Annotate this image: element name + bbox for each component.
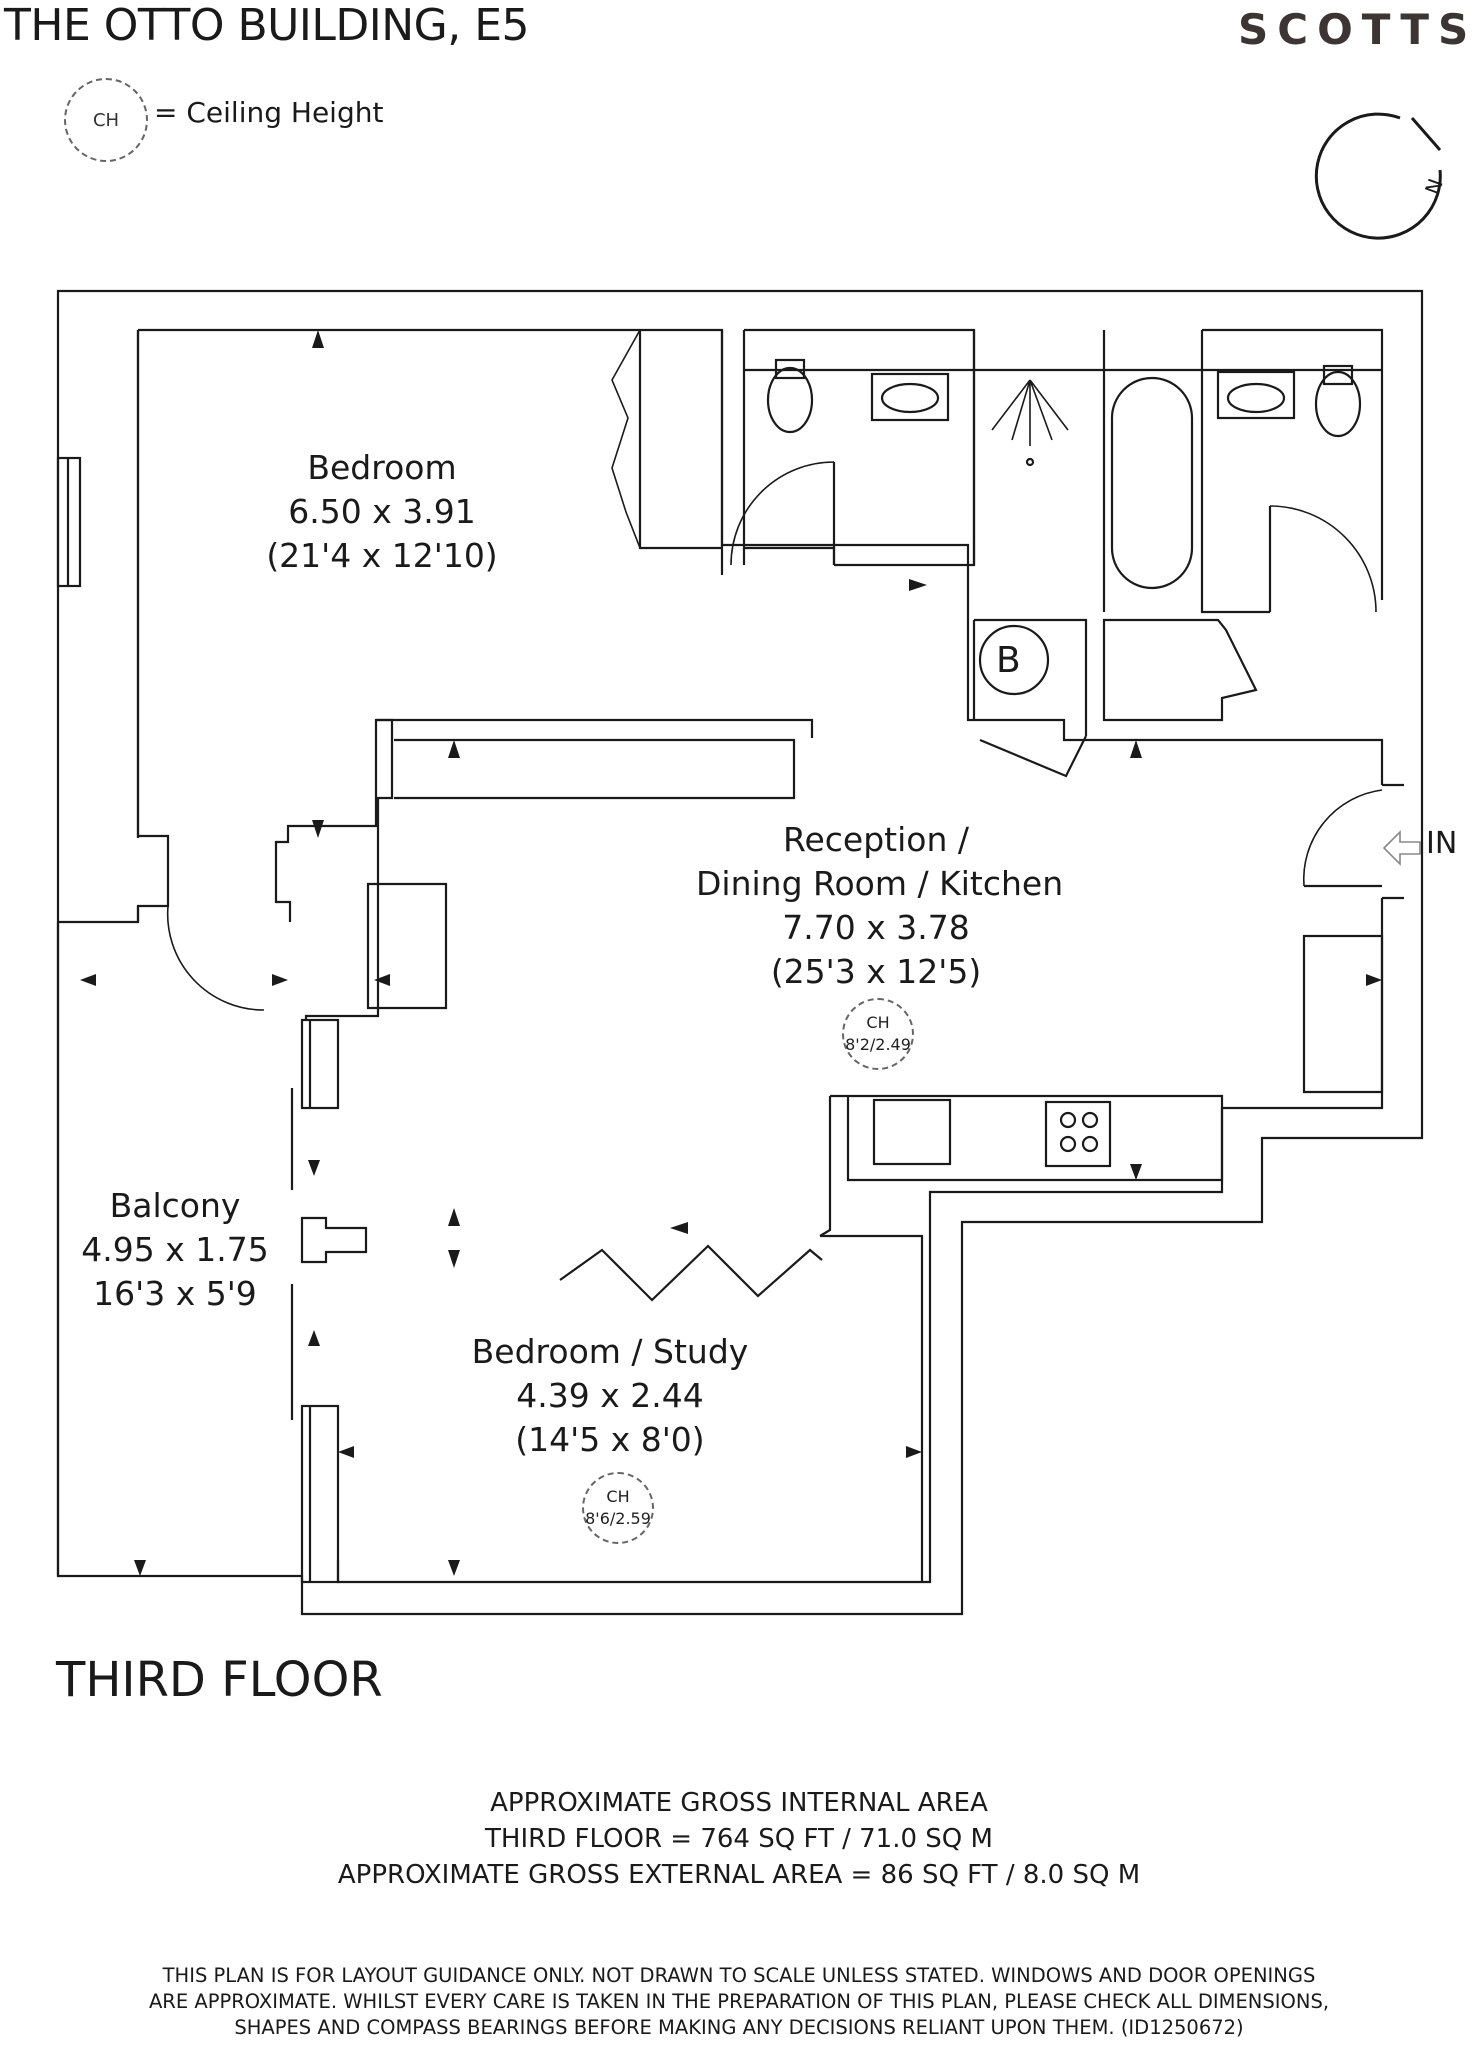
ceiling-height-legend-symbol: CH (64, 78, 148, 162)
study-ch-value: 8'6/2.59 (585, 1509, 651, 1528)
outer-wall (56, 289, 1424, 1616)
room-reception-name-2: Dining Room / Kitchen (696, 864, 1064, 903)
room-study-metric: 4.39 x 2.44 (516, 1376, 704, 1415)
reception-ch-label: CH (866, 1013, 890, 1032)
room-study-imperial: (14'5 x 8'0) (515, 1420, 705, 1459)
room-bedroom-imperial: (21'4 x 12'10) (266, 536, 498, 575)
floor-label: THIRD FLOOR (56, 1652, 383, 1708)
room-reception: Reception / Dining Room / Kitchen 7.70 x… (696, 818, 1064, 994)
room-bedroom-name: Bedroom (307, 448, 457, 487)
compass-icon (1314, 112, 1442, 240)
room-reception-name-1: Reception / (783, 820, 969, 859)
brand-logo: SCOTTS (1238, 5, 1478, 54)
room-balcony-name: Balcony (109, 1186, 241, 1225)
room-study-name: Bedroom / Study (471, 1332, 749, 1371)
room-balcony: Balcony 4.95 x 1.75 16'3 x 5'9 (60, 1184, 290, 1316)
room-reception-metric: 7.70 x 3.78 (782, 908, 970, 947)
room-balcony-imperial: 16'3 x 5'9 (93, 1274, 257, 1313)
boiler-marker: B (996, 640, 1021, 681)
disclaimer-line-2: ARE APPROXIMATE. WHILST EVERY CARE IS TA… (148, 1990, 1330, 2013)
reception-ch-value: 8'2/2.49 (845, 1035, 911, 1054)
room-study: Bedroom / Study 4.39 x 2.44 (14'5 x 8'0) (460, 1330, 760, 1462)
entrance-label: IN (1426, 826, 1458, 861)
entrance-arrow-icon (1382, 830, 1421, 866)
disclaimer-line-1: THIS PLAN IS FOR LAYOUT GUIDANCE ONLY. N… (162, 1964, 1316, 1987)
compass-north-letter: N (1420, 175, 1448, 197)
page-title: THE OTTO BUILDING, E5 (4, 0, 530, 51)
study-ch-label: CH (606, 1487, 630, 1506)
room-bedroom: Bedroom 6.50 x 3.91 (21'4 x 12'10) (232, 446, 532, 578)
ceiling-height-legend-text: = Ceiling Height (154, 96, 384, 129)
disclaimer-line-3: SHAPES AND COMPASS BEARINGS BEFORE MAKIN… (234, 2016, 1244, 2039)
room-bedroom-metric: 6.50 x 3.91 (288, 492, 476, 531)
area-internal: THIRD FLOOR = 764 SQ FT / 71.0 SQ M (485, 1824, 993, 1854)
area-heading: APPROXIMATE GROSS INTERNAL AREA (490, 1788, 988, 1818)
area-external: APPROXIMATE GROSS EXTERNAL AREA = 86 SQ … (337, 1860, 1141, 1890)
study-ceiling-height-badge: CH 8'6/2.59 (582, 1472, 654, 1544)
reception-ceiling-height-badge: CH 8'2/2.49 (842, 998, 914, 1070)
room-reception-imperial: (25'3 x 12'5) (770, 952, 982, 991)
room-balcony-metric: 4.95 x 1.75 (81, 1230, 269, 1269)
